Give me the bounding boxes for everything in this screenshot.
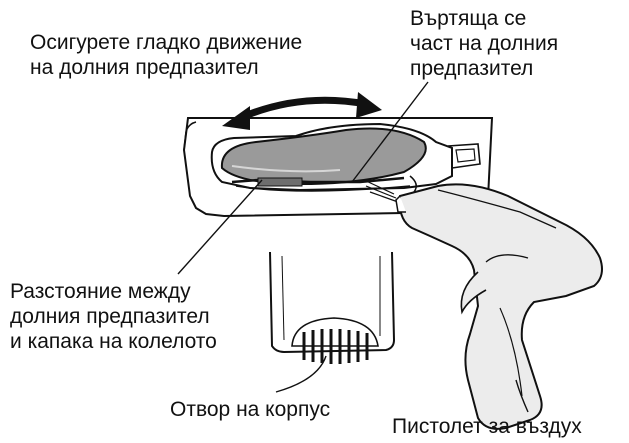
label-line: Разстояние между (10, 280, 191, 303)
leader-air-gun (515, 379, 529, 413)
label-line: Осигурете гладко движение (30, 31, 303, 54)
label-line: долния предпазител (10, 305, 210, 328)
base-plate-edge (183, 121, 197, 151)
air-gun (395, 183, 603, 430)
label-line: Въртяща се (410, 7, 527, 30)
leader-housing-hole (275, 355, 327, 393)
double-arrow-icon (222, 92, 382, 130)
label-line: на долния предпазител (30, 56, 259, 79)
air-jet (363, 179, 399, 203)
air-gun-body (398, 183, 603, 430)
label-gap: Разстояние между долния предпазител и ка… (10, 279, 217, 354)
plate-slot (447, 143, 481, 169)
wheel-cover-gap (231, 176, 405, 184)
label-line: предпазител (410, 57, 534, 80)
air-gun-trigger (460, 271, 487, 315)
label-line: и капака на колелото (10, 330, 217, 353)
leader-gap (177, 179, 263, 275)
leader-lines (177, 81, 529, 413)
label-line: част на долния (410, 32, 559, 55)
label-air-gun: Пистолет за въздух (392, 414, 582, 439)
label-housing-hole: Отвор на корпус (170, 397, 330, 422)
label-rotating-part: Въртяща се част на долния предпазител (410, 6, 558, 81)
leader-rotating-part (351, 81, 429, 183)
label-line: Пистолет за въздух (392, 415, 582, 438)
vent-slots (302, 329, 369, 364)
label-smooth-motion: Осигурете гладко движение на долния пред… (30, 30, 302, 80)
label-line: Отвор на корпус (170, 398, 331, 421)
